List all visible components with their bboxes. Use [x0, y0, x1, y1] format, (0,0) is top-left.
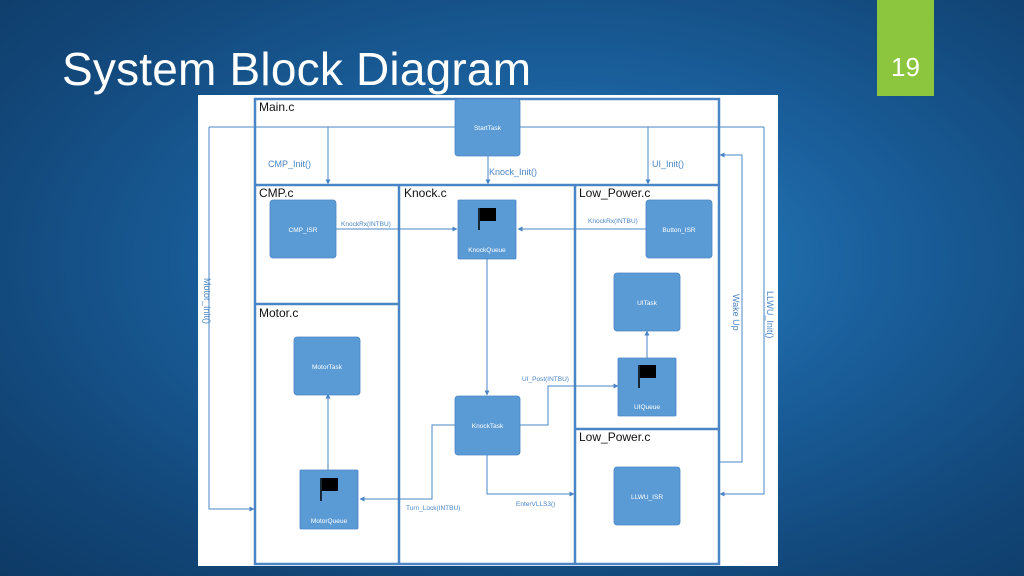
edge-label-enter-vlls3: EnterVLLS3() — [516, 501, 555, 508]
block-cmp-isr — [269, 199, 337, 259]
region-label-knock: Knock.c — [404, 186, 447, 200]
edge-ui-post — [520, 383, 619, 426]
edge-label-knockrx-cmp: KnockRx(INTBU) — [341, 221, 391, 228]
region-label-cmp: CMP.c — [259, 186, 293, 200]
block-label-ui-queue: UIQueue — [634, 404, 660, 411]
block-label-cmp-isr: CMP_ISR — [289, 227, 318, 234]
block-ui-task — [613, 272, 681, 332]
block-motor-queue — [299, 469, 359, 530]
edge-label-knock-init: Knock_Init() — [489, 167, 537, 177]
block-ui-queue — [617, 357, 677, 417]
edge-label-knockrx-button: KnockRx(INTBU) — [588, 218, 638, 225]
edge-enter-vlls3 — [486, 455, 575, 497]
page-number-tab: 19 — [877, 0, 934, 96]
region-label-low-power-top: Low_Power.c — [579, 186, 650, 200]
region-label-low-power-bottom: Low_Power.c — [579, 430, 650, 444]
system-block-diagram: Main.c CMP.c Knock.c Low_Power.c Motor.c… — [198, 95, 778, 566]
block-label-ui-task: UITask — [637, 300, 658, 307]
block-label-llwu-isr: LLWU_ISR — [631, 494, 663, 501]
region-label-main: Main.c — [259, 100, 294, 114]
edge-label-turn-lock: Turn_Lock(INTBU) — [406, 505, 460, 512]
flag-icon-motor-queue — [320, 478, 338, 501]
block-start-task — [454, 98, 521, 157]
block-label-knock-task: KnockTask — [472, 423, 504, 430]
block-label-start-task: StartTask — [474, 125, 502, 132]
edge-label-wake-up: Wake Up — [731, 294, 741, 331]
block-motor-task — [293, 336, 361, 396]
edge-wake-up — [719, 152, 743, 463]
block-knock-queue — [457, 199, 517, 260]
edge-label-llwu-init: LLWU_Init() — [765, 291, 775, 338]
region-label-motor: Motor.c — [259, 306, 298, 320]
edge-llwu-init — [719, 127, 765, 497]
flag-icon-ui-queue — [638, 365, 656, 388]
block-button-isr — [645, 199, 713, 259]
block-label-motor-task: MotorTask — [312, 364, 343, 371]
edge-label-ui-post: UI_Post(INTBU) — [522, 376, 569, 383]
edge-label-cmp-init: CMP_Init() — [268, 159, 311, 169]
slide-title: System Block Diagram — [62, 43, 532, 95]
block-label-motor-queue: MotorQueue — [311, 518, 348, 525]
block-knock-task — [454, 395, 521, 456]
edge-motor-init — [208, 127, 255, 512]
block-label-button-isr: Button_ISR — [662, 227, 696, 234]
edge-label-motor-init: Motor_Init() — [202, 278, 212, 324]
block-llwu-isr — [613, 466, 681, 526]
edge-label-ui-init: UI_Init() — [652, 159, 684, 169]
edge-turn-lock — [359, 424, 455, 502]
diagram-canvas: Main.c CMP.c Knock.c Low_Power.c Motor.c… — [202, 97, 775, 566]
flag-icon-knock-queue — [478, 208, 496, 230]
block-label-knock-queue: KnockQueue — [468, 247, 506, 254]
page-number: 19 — [891, 52, 920, 82]
